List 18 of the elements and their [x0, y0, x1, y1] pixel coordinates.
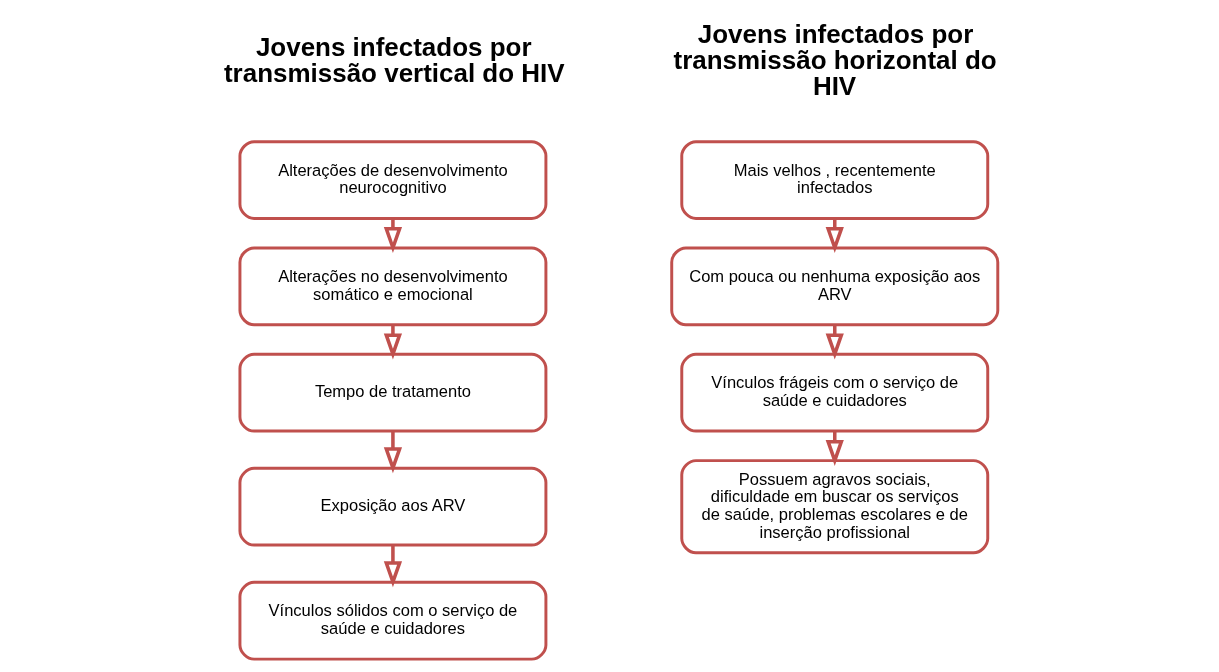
arrow	[825, 325, 844, 360]
node-box: Vínculos frágeis com o serviço de saúde e cuidadores	[679, 352, 989, 433]
label: Jovens infectados por transmissão vertical do HIV	[223, 32, 565, 89]
node-box: Alterações de desenvolvimento neurocognitivo	[237, 140, 547, 220]
node-box: Exposição aos ARV	[237, 466, 547, 547]
label: Jovens infectados por transmissão horizontal do HIV	[673, 19, 997, 102]
node-box: Alterações no desenvolvimento somático e emocional	[237, 246, 547, 327]
node-box: Mais velhos , recentemente infectados	[679, 140, 989, 220]
arrow	[383, 325, 402, 360]
node-box: Possuem agravos sociais, dificuldade em buscar os serviços de saúde, problemas escolares e de inserção profissional	[679, 459, 989, 555]
arrow	[383, 545, 402, 588]
node-box: Tempo de tratamento	[237, 352, 547, 433]
arrow	[825, 218, 844, 254]
node-box: Com pouca ou nenhuma exposição aos ARV	[669, 246, 999, 327]
arrow	[383, 218, 402, 254]
arrow	[825, 431, 844, 466]
node-box: Vínculos sólidos com o serviço de saúde e cuidadores	[237, 580, 547, 661]
arrow	[383, 431, 402, 474]
